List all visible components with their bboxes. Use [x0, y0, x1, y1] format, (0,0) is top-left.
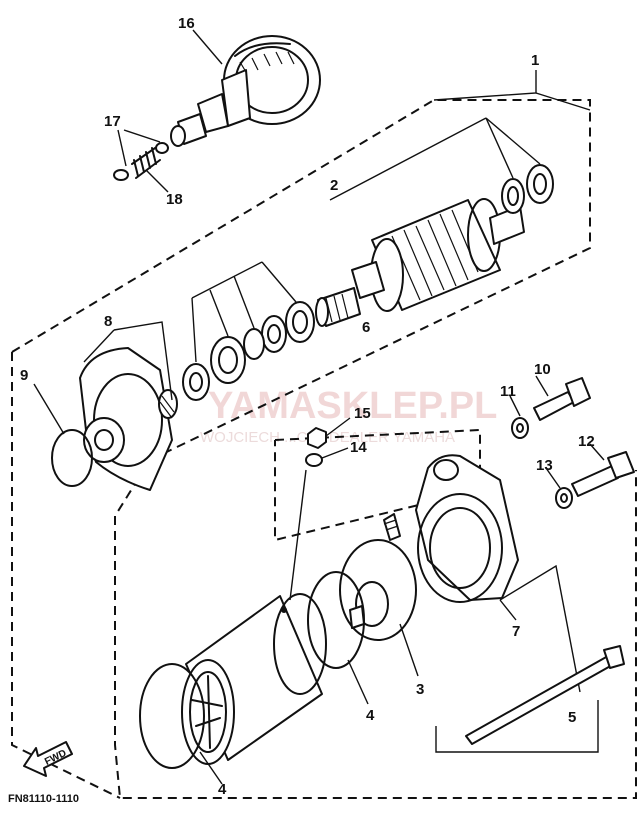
rear-cover: [415, 454, 581, 693]
armature-left-washers: [182, 261, 315, 401]
callout-3: 3: [416, 681, 424, 698]
pinion-gear-assembly: [170, 35, 321, 147]
callout-13: 13: [536, 457, 553, 474]
long-through-bolt: [435, 645, 625, 753]
callout-16-leader: [192, 29, 223, 65]
spring-and-washers: [113, 129, 169, 193]
o-ring-rear: [307, 571, 369, 705]
nut-and-washer: [305, 417, 351, 467]
callout-4-rear: 4: [366, 707, 375, 724]
callout-9: 9: [20, 367, 28, 384]
callout-7: 7: [512, 623, 520, 640]
callout-8: 8: [104, 313, 112, 330]
callout-11: 11: [500, 383, 516, 400]
callout-14: 14: [350, 439, 367, 456]
callout-1: 1: [531, 52, 539, 69]
callout-6: 6: [362, 319, 370, 336]
o-ring-housing: [139, 663, 223, 785]
front-cover: [79, 321, 178, 491]
armature-right-washers: [329, 117, 554, 214]
brush-holder-plate: [339, 513, 419, 677]
armature: [315, 198, 525, 327]
through-bolts-and-washers: [509, 375, 635, 509]
o-ring-front: [33, 383, 93, 487]
nut-leader: [289, 469, 307, 601]
assembly-group-outline: [11, 99, 637, 799]
callout-16: 16: [178, 15, 195, 32]
yoke-housing: [181, 593, 327, 765]
callout-1-leader: [433, 70, 591, 111]
callout-labels: 1 2 3 4 4 5 6 7 8 9 10 11 12 13 14 15 16…: [20, 15, 595, 798]
forward-direction-arrow: FWD: [23, 741, 73, 777]
callout-10: 10: [534, 361, 551, 378]
callout-5: 5: [568, 709, 576, 726]
callout-18: 18: [166, 191, 183, 208]
callout-2: 2: [330, 177, 338, 194]
callout-4-front: 4: [218, 781, 227, 798]
callout-12: 12: [578, 433, 595, 450]
callout-17: 17: [104, 113, 121, 130]
callout-15: 15: [354, 405, 371, 422]
diagram-code: FN81110-1110: [8, 793, 79, 805]
watermark-brand: YAMASKLEP.PL: [208, 385, 497, 427]
